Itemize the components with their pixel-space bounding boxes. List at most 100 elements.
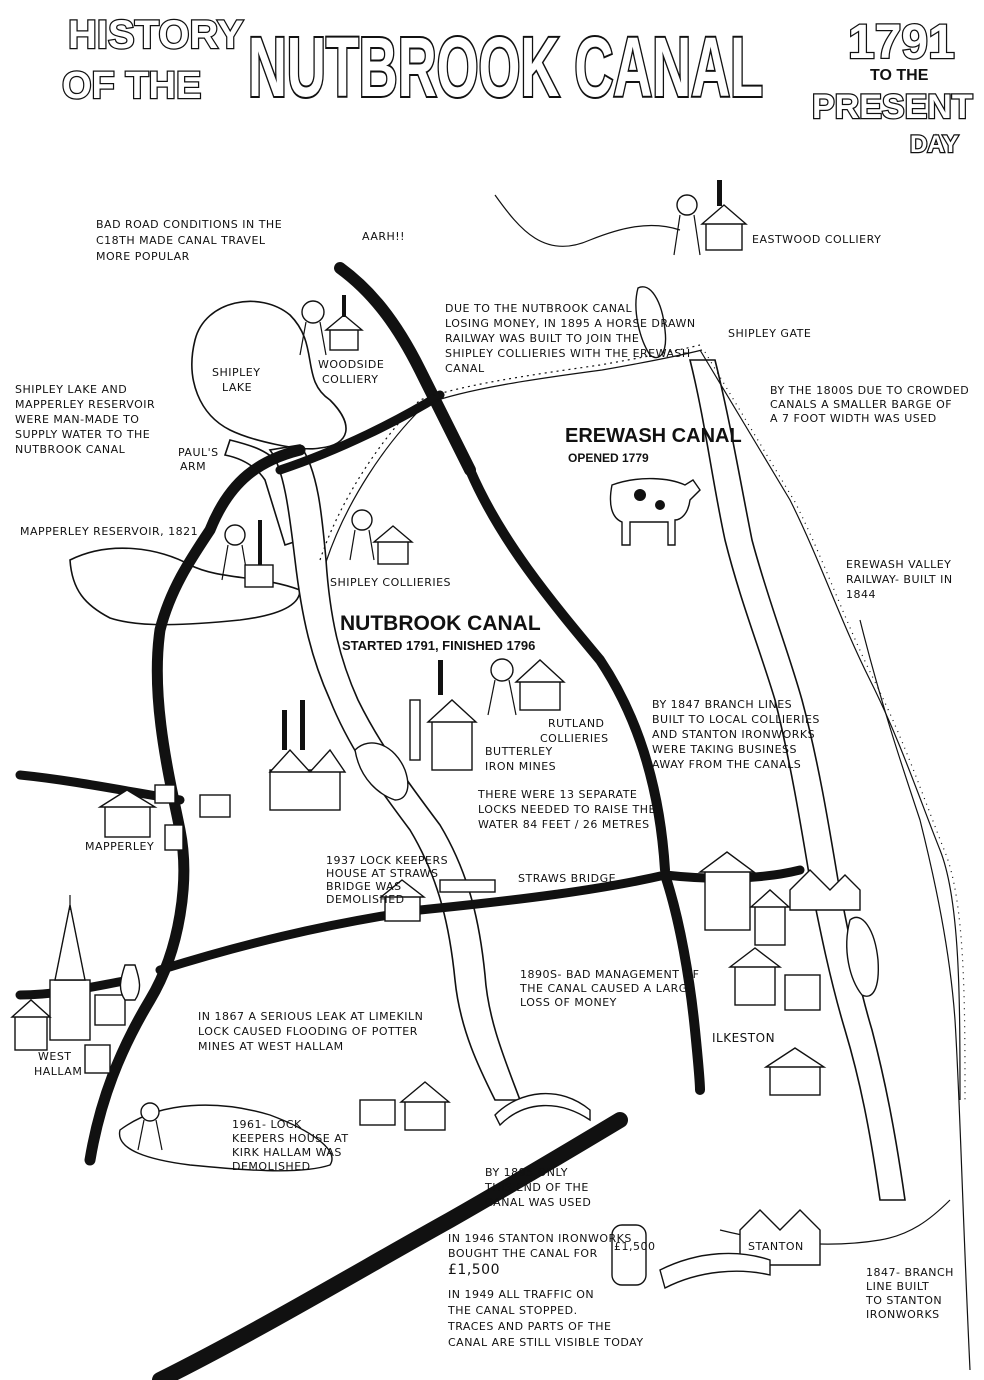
label-west-hallam-1: WEST [38, 1050, 72, 1063]
ilkeston-town-icon [697, 851, 861, 1096]
label-straws-bridge: STRAWS BRIDGE [518, 872, 616, 885]
erewash-barge-icon [846, 916, 879, 997]
note-bad-roads-line-1: BAD ROAD CONDITIONS IN THE [96, 218, 282, 231]
note-bad-roads: BAD ROAD CONDITIONS IN THE C18TH MADE CA… [96, 218, 286, 263]
note-bad-management-line-1: 1890S- BAD MANAGEMENT OF [520, 968, 699, 981]
label-mapperley: MAPPERLEY [85, 840, 154, 853]
money-bag-icon: £1,500 [611, 1224, 771, 1290]
note-erewash-railway-line-1: EREWASH VALLEY [846, 558, 951, 571]
note-horse-railway-line-3: RAILWAY WAS BUILT TO JOIN THE [445, 332, 639, 345]
note-locks-line-1: THERE WERE 13 SEPARATE [477, 788, 637, 801]
note-stanton-1946-line-3: £1,500 [448, 1262, 500, 1278]
erewash-valley-railway [699, 349, 961, 1101]
note-branch-lines: BY 1847 BRANCH LINES BUILT TO LOCAL COLL… [652, 698, 824, 771]
kirk-hallam-house-icon [359, 1081, 451, 1131]
mapperley-church-icon [97, 784, 231, 851]
note-lock-1961-line-2: KEEPERS HOUSE AT [232, 1132, 349, 1145]
note-leak-1867-line-1: IN 1867 A SERIOUS LEAK AT LIMEKILN [198, 1010, 423, 1023]
canal-end-bridge [494, 1092, 591, 1127]
note-lock-1937-line-3: BRIDGE WAS [326, 880, 402, 893]
road-ilkeston-south [660, 870, 705, 1095]
note-lake-reservoir-line-4: SUPPLY WATER TO THE [15, 428, 150, 441]
horse-railway-rail [325, 349, 703, 563]
note-branch-lines-line-3: AND STANTON IRONWORKS [652, 728, 815, 741]
label-woodside-2: COLLIERY [322, 373, 378, 386]
title-year: 1791 [848, 16, 955, 69]
note-horse-railway-line-4: SHIPLEY COLLIERIES WITH THE EREWASH [445, 347, 691, 360]
note-stanton-1946: IN 1946 STANTON IRONWORKS BOUGHT THE CAN… [448, 1232, 636, 1278]
note-leak-1867-line-3: MINES AT WEST HALLAM [198, 1040, 344, 1053]
erewash-valley-railway-dash [704, 351, 966, 1103]
title-of-the: OF THE [62, 65, 201, 107]
label-nutbrook-dates: STARTED 1791, FINISHED 1796 [342, 638, 535, 653]
label-erewash-canal: EREWASH CANAL [565, 425, 742, 447]
label-shipley-gate: SHIPLEY GATE [728, 327, 811, 340]
note-erewash-railway-line-2: RAILWAY- BUILT IN [846, 573, 953, 586]
note-lake-reservoir-line-5: NUTBROOK CANAL [15, 443, 126, 456]
note-locks-line-2: LOCKS NEEDED TO RAISE THE [478, 803, 656, 816]
note-lake-reservoir: SHIPLEY LAKE AND MAPPERLEY RESERVOIR WER… [15, 383, 159, 456]
note-leak-1867: IN 1867 A SERIOUS LEAK AT LIMEKILN LOCK … [198, 1010, 427, 1053]
note-lock-1937-line-2: HOUSE AT STRAWS [326, 867, 438, 880]
label-rutland-2: COLLIERIES [540, 732, 609, 745]
note-lock-1961: 1961- LOCK KEEPERS HOUSE AT KIRK HALLAM … [232, 1118, 353, 1173]
title-to-the: TO THE [870, 67, 929, 84]
note-lake-reservoir-line-1: SHIPLEY LAKE AND [15, 383, 127, 396]
note-branch-1847: 1847- BRANCH LINE BUILT TO STANTON IRONW… [865, 1266, 958, 1321]
label-shipley-collieries: SHIPLEY COLLIERIES [330, 576, 451, 589]
potter-mines-flood-icon [118, 1102, 333, 1172]
horse-railway [319, 344, 701, 561]
label-erewash-opened: OPENED 1779 [568, 451, 649, 465]
label-pauls-arm-2: ARM [180, 460, 206, 473]
title-block: HISTORY OF THE NUTBROOK CANAL 1791 TO TH… [61, 12, 974, 160]
label-shipley-lake-1: SHIPLEY [212, 366, 260, 379]
road-south-main [152, 1112, 628, 1380]
note-lock-1961-line-3: KIRK HALLAM WAS [232, 1146, 342, 1159]
erewash-canal-channel [688, 359, 906, 1201]
woodside-colliery-icon [299, 295, 364, 356]
note-smaller-barge: BY THE 1800S DUE TO CROWDED CANALS A SMA… [770, 384, 973, 425]
label-pauls-arm-1: PAUL'S [178, 446, 219, 459]
note-branch-1847-line-4: IRONWORKS [866, 1308, 940, 1321]
road-woodside [275, 390, 445, 475]
note-branch-lines-line-5: AWAY FROM THE CANALS [652, 758, 801, 771]
note-horse-railway-line-5: CANAL [445, 362, 485, 375]
note-locks-line-3: WATER 84 FEET / 26 METRES [478, 818, 650, 831]
rutland-collieries-icon [438, 658, 566, 716]
note-lake-reservoir-line-2: MAPPERLEY RESERVOIR [15, 398, 155, 411]
bag-amount-text: £1,500 [614, 1240, 656, 1253]
note-branch-lines-line-2: BUILT TO LOCAL COLLIERIES [652, 713, 820, 726]
label-nutbrook-canal: NUTBROOK CANAL [340, 612, 541, 635]
cow-icon [609, 477, 701, 546]
title-history: HISTORY [68, 13, 244, 57]
note-smaller-barge-line-2: CANALS A SMALLER BARGE OF [770, 398, 952, 411]
note-leak-1867-line-2: LOCK CAUSED FLOODING OF POTTER [198, 1025, 418, 1038]
note-end-1895-line-3: CANAL WAS USED [485, 1196, 591, 1209]
note-traffic-1949-line-3: TRACES AND PARTS OF THE [447, 1320, 612, 1333]
ironworks-icon [268, 700, 347, 811]
note-lock-1937-line-1: 1937 LOCK KEEPERS [326, 854, 448, 867]
place-labels: EASTWOOD COLLIERY SHIPLEY GATE WOODSIDE … [20, 233, 881, 1078]
butterley-mines-icon [409, 699, 478, 771]
label-west-hallam-2: HALLAM [34, 1065, 82, 1078]
note-end-1895-line-2: THIS END OF THE [484, 1181, 589, 1194]
shipley-lake [191, 300, 347, 450]
label-rutland-1: RUTLAND [548, 717, 605, 730]
eastwood-railway [494, 194, 681, 247]
title-nutbrook-canal: NUTBROOK CANAL [248, 20, 763, 114]
note-locks: THERE WERE 13 SEPARATE LOCKS NEEDED TO R… [477, 788, 660, 831]
note-branch-1847-line-2: LINE BUILT [866, 1280, 929, 1293]
note-traffic-1949-line-2: THE CANAL STOPPED. [447, 1304, 578, 1317]
road-shipley-to-ilkeston [465, 465, 670, 875]
note-lock-1937: 1937 LOCK KEEPERS HOUSE AT STRAWS BRIDGE… [326, 854, 452, 906]
note-branch-1847-line-1: 1847- BRANCH [866, 1266, 954, 1279]
label-woodside-1: WOODSIDE [318, 358, 384, 371]
note-lock-1961-line-1: 1961- LOCK [232, 1118, 302, 1131]
note-erewash-railway-line-3: 1844 [846, 588, 876, 601]
note-traffic-1949-line-1: IN 1949 ALL TRAFFIC ON [448, 1288, 594, 1301]
title-day: DAY [910, 131, 958, 158]
note-bad-roads-line-2: C18TH MADE CANAL TRAVEL [96, 234, 266, 247]
note-aarh: AARH!! [362, 230, 405, 243]
label-ilkeston: ILKESTON [712, 1031, 775, 1045]
